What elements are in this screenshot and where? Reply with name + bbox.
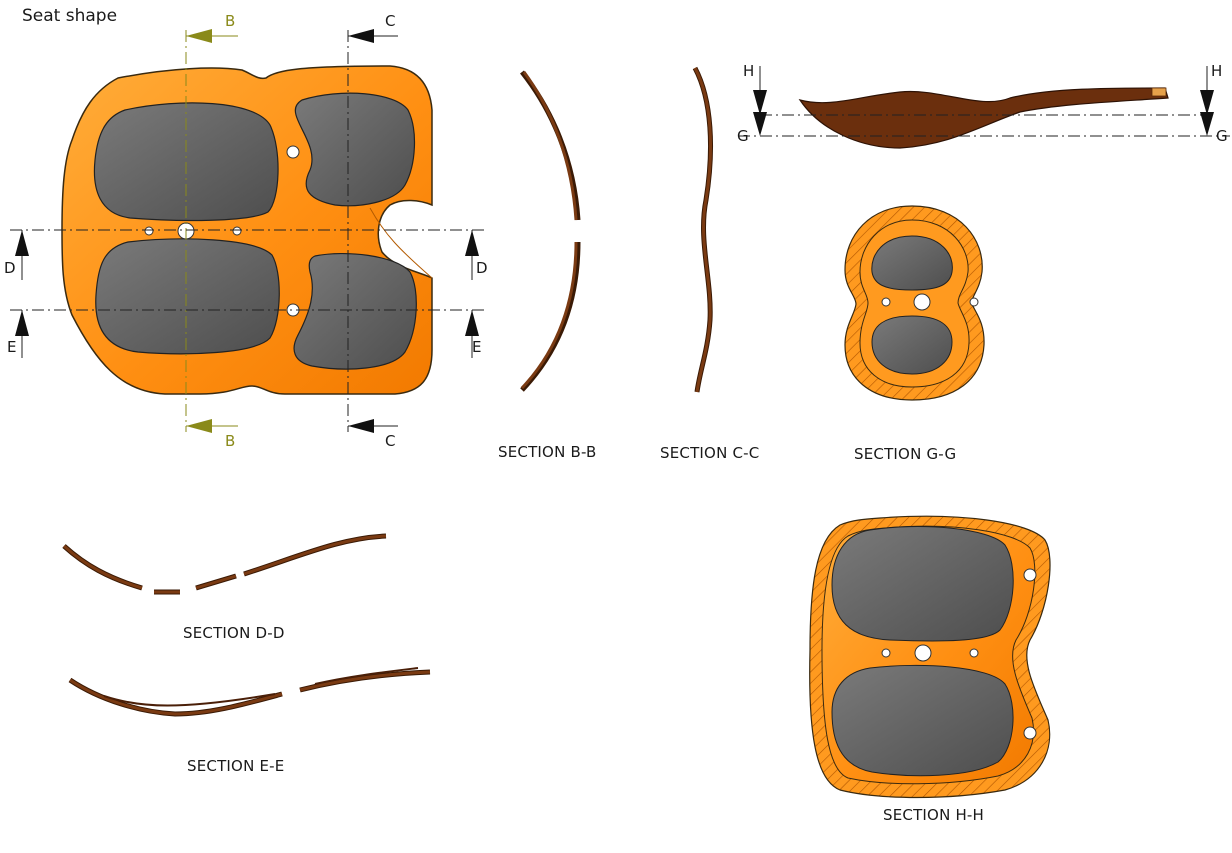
section-mark-g-left: G bbox=[737, 127, 749, 145]
section-mark-b-top: B bbox=[225, 12, 236, 30]
section-mark-d-right: D bbox=[476, 259, 488, 277]
section-ee-profile bbox=[68, 667, 431, 717]
caption-section-bb: SECTION B-B bbox=[498, 443, 597, 461]
section-gg-figure bbox=[844, 205, 985, 401]
section-mark-g-right: G bbox=[1216, 127, 1228, 145]
caption-section-hh: SECTION H-H bbox=[883, 806, 985, 824]
hole-bottom-left bbox=[95, 238, 280, 355]
section-line-b bbox=[185, 29, 238, 433]
small-hole-left bbox=[144, 226, 154, 236]
section-mark-b-bottom: B bbox=[225, 432, 236, 450]
caption-section-dd: SECTION D-D bbox=[183, 624, 285, 642]
section-bb-profile bbox=[520, 70, 581, 392]
section-hh-figure bbox=[809, 515, 1051, 799]
section-line-g bbox=[738, 112, 1230, 137]
section-mark-d-left: D bbox=[4, 259, 16, 277]
section-mark-e-left: E bbox=[7, 338, 17, 356]
pin-hole-upper bbox=[286, 145, 300, 159]
section-mark-c-top: C bbox=[385, 12, 396, 30]
hole-bottom-right bbox=[293, 252, 417, 370]
section-line-h bbox=[753, 66, 1215, 116]
section-line-d bbox=[10, 229, 488, 280]
seat-notch-ridge bbox=[369, 207, 433, 279]
hole-top-left bbox=[93, 102, 279, 222]
caption-section-cc: SECTION C-C bbox=[660, 444, 760, 462]
drawing-title: Seat shape bbox=[22, 6, 118, 26]
section-dd-profile bbox=[62, 533, 387, 595]
section-line-c bbox=[347, 29, 398, 433]
caption-section-ee: SECTION E-E bbox=[187, 757, 285, 775]
section-mark-h-right: H bbox=[1211, 62, 1223, 80]
side-view-profile bbox=[798, 87, 1169, 149]
section-cc-profile bbox=[692, 66, 713, 393]
caption-section-gg: SECTION G-G bbox=[854, 445, 957, 463]
hole-top-right bbox=[294, 92, 416, 207]
small-hole-right bbox=[232, 226, 242, 236]
section-line-e bbox=[10, 309, 488, 358]
section-mark-c-bottom: C bbox=[385, 432, 396, 450]
section-mark-e-right: E bbox=[472, 338, 482, 356]
section-mark-h-left: H bbox=[743, 62, 755, 80]
